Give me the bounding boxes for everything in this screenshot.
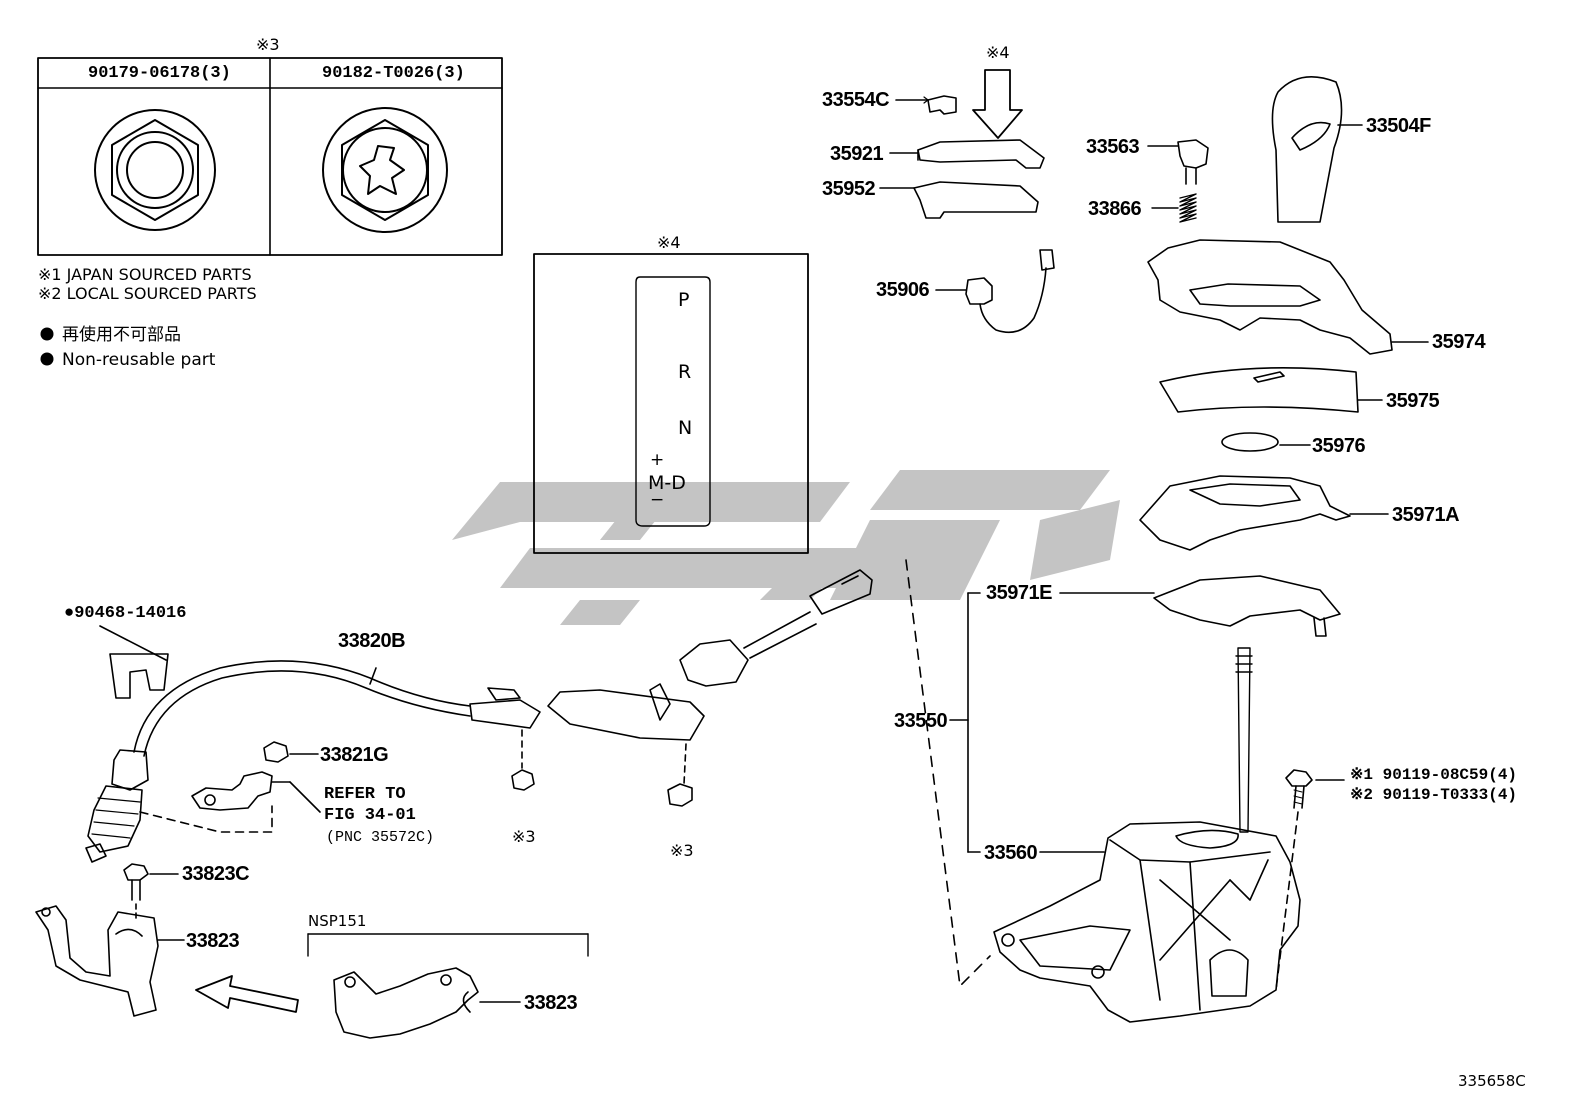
note-symbol-3: ※3: [256, 35, 280, 54]
support-bracket: [191, 771, 321, 813]
flange-nut-icon: [667, 783, 693, 807]
shift-gate: [533, 253, 809, 554]
cable-guide-line: [905, 559, 991, 987]
note-nonreusable-en: Non-reusable part: [62, 350, 216, 370]
tri-lobe-nut-icon: [322, 107, 448, 233]
part-label-33504f: 33504F: [1366, 115, 1431, 137]
note-symbol-3-nut-a: ※3: [512, 827, 536, 846]
bullet-icon: [40, 352, 54, 366]
part-label-35974: 35974: [1432, 331, 1486, 353]
note-refer-pnc: (PNC 35572C): [326, 829, 435, 846]
part-label-33823-left: 33823: [186, 930, 240, 952]
part-label-35971e: 35971E: [986, 582, 1052, 604]
part-label-33866: 33866: [1088, 198, 1142, 220]
position-indicator-housing: [1139, 475, 1389, 551]
nut-guide-line: [683, 743, 687, 785]
down-arrow-icon: [972, 69, 1023, 139]
part-label-33821g: 33821G: [320, 744, 389, 766]
part-label-35976: 35976: [1312, 435, 1366, 457]
note-refer-fig: FIG 34-01: [324, 806, 416, 825]
nut-table: [37, 57, 503, 256]
gate-minus: −: [650, 490, 665, 510]
shift-cable: [133, 569, 873, 757]
gate-position-p: P: [678, 289, 690, 311]
part-label-35952: 35952: [822, 178, 876, 200]
gate-position-md: M-D: [648, 472, 686, 494]
nut-icon: [263, 741, 319, 763]
gate-position-n: N: [678, 417, 693, 439]
shift-knob: [1271, 76, 1363, 223]
bolt-icon: [1285, 769, 1345, 809]
hex-nut-icon: [94, 109, 216, 231]
nut-header-right: 90182-T0026(3): [322, 64, 465, 83]
gate-plus: +: [650, 450, 665, 470]
note-nsp151: NSP151: [308, 912, 367, 930]
part-label-bolt-japan: ※1 90119-08C59(4): [1350, 766, 1518, 784]
note-nonreusable-jp: 再使用不可部品: [62, 325, 181, 345]
bullet-icon: [40, 327, 54, 341]
note-refer-to: REFER TO: [324, 785, 406, 804]
bracket-guide-line: [139, 805, 273, 833]
indicator-housing: [889, 139, 1045, 169]
cable-end-boot: [85, 749, 149, 863]
gate-position-r: R: [678, 361, 692, 383]
small-pad: [1221, 432, 1311, 452]
upper-console-panel: [1147, 239, 1429, 355]
note-symbol-4-arrow: ※4: [986, 43, 1010, 62]
watermark-logo: [452, 470, 1120, 625]
slide-plate: [1159, 366, 1383, 413]
note-local-sourced: ※2 LOCAL SOURCED PARTS: [38, 284, 257, 303]
part-label-35921: 35921: [830, 143, 884, 165]
part-label-90468-14016: ●90468-14016: [64, 604, 187, 623]
shifter-base: [993, 821, 1301, 1023]
retainer-clip: [99, 625, 169, 699]
note-japan-sourced: ※1 JAPAN SOURCED PARTS: [38, 265, 252, 284]
bulb-wire-harness: [935, 249, 1055, 334]
bolt-guide-line: [1275, 811, 1299, 991]
note-symbol-4-gate: ※4: [657, 233, 681, 252]
variant-group: [307, 933, 589, 957]
flange-nut-icon: [511, 769, 535, 791]
indicator-plate: [879, 181, 1039, 219]
part-label-35971a: 35971A: [1392, 504, 1460, 526]
shift-lever-shaft: [1235, 647, 1253, 833]
shift-button: [1147, 139, 1209, 185]
part-label-33823c: 33823C: [182, 863, 250, 885]
spring-icon: [1151, 193, 1197, 223]
part-label-33563: 33563: [1086, 136, 1140, 158]
part-label-33823-right: 33823: [524, 992, 578, 1014]
part-label-bolt-local: ※2 90119-T0333(4): [1350, 786, 1518, 804]
part-label-33820b: 33820B: [338, 630, 406, 652]
note-symbol-3-nut-b: ※3: [670, 841, 694, 860]
knob-cap-clip: [895, 95, 957, 115]
part-label-35906: 35906: [876, 279, 930, 301]
part-label-33554c: 33554C: [822, 89, 890, 111]
bolt-icon: [123, 863, 179, 901]
part-label-33560: 33560: [984, 842, 1038, 864]
figure-code: 335658C: [1458, 1072, 1526, 1090]
left-arrow-icon: [195, 975, 299, 1013]
guide-plate: [1059, 575, 1341, 637]
mounting-bracket-alt: [333, 967, 521, 1039]
nut-header-left: 90179-06178(3): [88, 64, 231, 83]
assembly-bracket: [949, 592, 1105, 853]
mounting-bracket: [35, 905, 185, 1017]
part-label-35975: 35975: [1386, 390, 1440, 412]
part-label-33550: 33550: [894, 710, 948, 732]
